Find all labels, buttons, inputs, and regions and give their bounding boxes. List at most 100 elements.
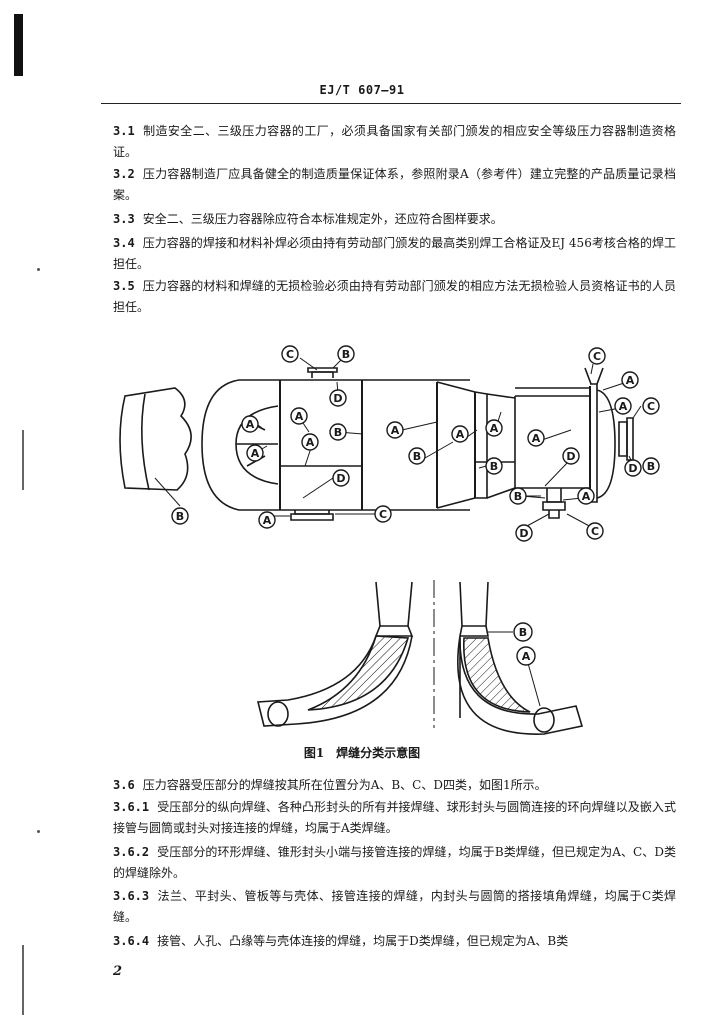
svg-text:A: A — [251, 447, 260, 460]
paragraph-number: 3.6.2 — [113, 845, 150, 859]
svg-text:A: A — [522, 650, 531, 663]
paragraph-number: 3.4 — [113, 236, 135, 250]
weld-label-A: A — [527, 429, 545, 447]
weld-label-C: C — [588, 347, 606, 365]
weld-label-B: B — [171, 507, 189, 525]
svg-text:A: A — [295, 410, 304, 423]
svg-text:B: B — [519, 626, 527, 639]
svg-text:B: B — [342, 348, 350, 361]
paragraph-number: 3.1 — [113, 124, 135, 138]
paragraph-number: 3.6 — [113, 778, 135, 792]
paragraph-3-3: 3.3 安全二、三级压力容器除应符合本标准规定外，还应符合图样要求。 — [113, 209, 676, 230]
paragraph-text: 压力容器的焊接和材料补焊必须由持有劳动部门颁发的最高类别焊工合格证及EJ 456… — [113, 236, 676, 271]
standard-code-header: EJ/T 607—91 — [319, 83, 405, 97]
weld-label-A: A — [246, 444, 264, 462]
weld-label-D: D — [515, 524, 533, 542]
weld-label-B: B — [513, 622, 533, 642]
paragraph-text: 压力容器的材料和焊缝的无损检验必须由持有劳动部门颁发的相应方法无损检验人员资格证… — [113, 279, 676, 314]
detached-head-outline — [119, 387, 192, 491]
svg-text:D: D — [519, 527, 528, 540]
paragraph-text: 制造安全二、三级压力容器的工厂，必须具备国家有关部门颁发的相应安全等级压力容器制… — [113, 124, 676, 159]
svg-text:A: A — [391, 424, 400, 437]
svg-text:C: C — [593, 350, 601, 363]
weld-label-A: A — [241, 415, 259, 433]
svg-text:D: D — [566, 450, 575, 463]
scan-speck — [37, 268, 40, 271]
svg-text:A: A — [263, 514, 272, 527]
paragraph-text: 安全二、三级压力容器除应符合本标准规定外，还应符合图样要求。 — [142, 212, 503, 226]
svg-text:B: B — [490, 460, 498, 473]
paragraph-text: 接管、人孔、凸缘等与壳体连接的焊缝，均属于D类焊缝，但已规定为A、B类 — [157, 934, 569, 948]
paragraph-number: 3.3 — [113, 212, 135, 226]
svg-text:B: B — [413, 450, 421, 463]
paragraph-3-6: 3.6 压力容器受压部分的焊缝按其所在位置分为A、B、C、D四类，如图1所示。 — [113, 775, 676, 796]
weld-label-A: A — [290, 407, 308, 425]
paragraph-text: 受压部分的环形焊缝、锥形封头小端与接管连接的焊缝，均属于B类焊缝，但已规定为A、… — [113, 845, 676, 880]
svg-text:A: A — [246, 418, 255, 431]
svg-text:A: A — [532, 432, 541, 445]
figure-caption: 图1 焊缝分类示意图 — [303, 746, 421, 760]
binding-edge-mark — [22, 430, 24, 490]
binding-edge-mark — [22, 945, 24, 1015]
svg-text:C: C — [286, 348, 294, 361]
svg-text:A: A — [490, 422, 499, 435]
weld-label-C: C — [374, 505, 392, 523]
weld-label-A: A — [386, 421, 404, 439]
paragraph-3-6-4: 3.6.4 接管、人孔、凸缘等与壳体连接的焊缝，均属于D类焊缝，但已规定为A、B类 — [113, 931, 676, 952]
svg-text:D: D — [336, 472, 345, 485]
weld-label-B: B — [485, 457, 503, 475]
weld-label-A: A — [485, 419, 503, 437]
svg-text:B: B — [176, 510, 184, 523]
weld-label-A: A — [451, 425, 469, 443]
paragraph-number: 3.6.3 — [113, 889, 150, 903]
weld-label-A: A — [614, 397, 632, 415]
weld-label-B: B — [408, 447, 426, 465]
weld-label-A: A — [577, 487, 595, 505]
paragraph-number: 3.6.4 — [113, 934, 150, 948]
weld-label-B: B — [337, 345, 355, 363]
weld-label-D: D — [624, 459, 642, 477]
svg-text:B: B — [647, 460, 655, 473]
paragraph-text: 法兰、平封头、管板等与壳体、接管连接的焊缝，内封头与圆筒的搭接填角焊缝，均属于C… — [113, 889, 676, 924]
pressure-vessel-drawing: B C B D A A A A A B D C A B A A B A D B … — [119, 345, 660, 542]
weld-label-C: C — [642, 397, 660, 415]
weld-detail-figure: B A — [248, 578, 588, 738]
svg-text:A: A — [456, 428, 465, 441]
weld-label-C: C — [586, 522, 604, 540]
weld-label-A: A — [621, 371, 639, 389]
svg-text:A: A — [619, 400, 628, 413]
paragraph-number: 3.6.1 — [113, 800, 150, 814]
paragraph-number: 3.2 — [113, 167, 135, 181]
weld-label-D: D — [329, 389, 347, 407]
svg-text:D: D — [333, 392, 342, 405]
header-rule — [101, 103, 681, 104]
weld-classification-figure: B C B D A A A A A B D C A B A A B A D B … — [105, 338, 685, 550]
svg-text:C: C — [647, 400, 655, 413]
svg-text:A: A — [582, 490, 591, 503]
paragraph-text: 压力容器受压部分的焊缝按其所在位置分为A、B、C、D四类，如图1所示。 — [142, 778, 547, 792]
paragraph-text: 受压部分的纵向焊缝、各种凸形封头的所有并接焊缝、球形封头与圆筒连接的环向焊缝以及… — [113, 800, 676, 835]
svg-text:D: D — [628, 462, 637, 475]
weld-label-B: B — [509, 487, 527, 505]
svg-text:B: B — [334, 426, 342, 439]
svg-text:C: C — [591, 525, 599, 538]
weld-label-B: B — [329, 423, 347, 441]
hemispherical-head-outline — [201, 379, 280, 511]
svg-text:C: C — [379, 508, 387, 521]
weld-label-D: D — [562, 447, 580, 465]
nozzle-weld-detail: B A — [256, 580, 584, 735]
paragraph-number: 3.5 — [113, 279, 135, 293]
weld-label-A: A — [516, 646, 536, 666]
weld-label-A: A — [301, 433, 319, 451]
svg-text:A: A — [306, 436, 315, 449]
paragraph-text: 压力容器制造厂应具备健全的制造质量保证体系，参照附录A（参考件）建立完整的产品质… — [113, 167, 676, 202]
weld-label-A: A — [258, 511, 276, 529]
weld-label-B: B — [642, 457, 660, 475]
binding-mark — [14, 14, 23, 76]
